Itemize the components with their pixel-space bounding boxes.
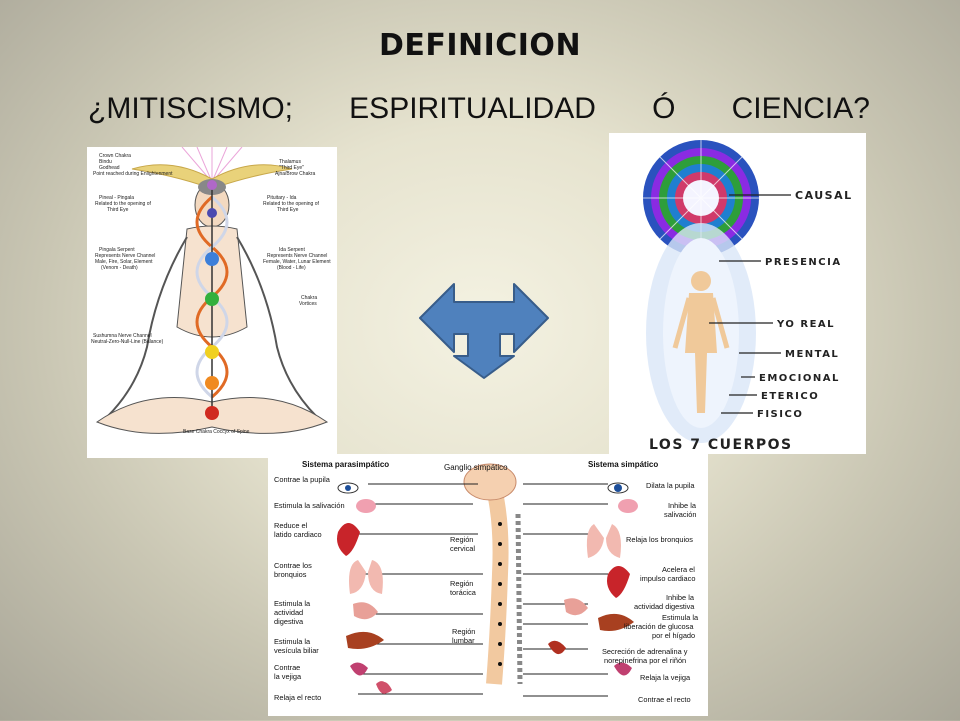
right-item: Estimula la <box>662 613 699 622</box>
chakra-label: Vortices <box>299 301 317 307</box>
left-item: Reduce el <box>274 521 308 530</box>
chakra-label: Neutral-Zero-Null-Line (Balance) <box>91 339 164 345</box>
left-item: Contrae los <box>274 561 312 570</box>
right-item: Secreción de adrenalina y <box>602 647 688 656</box>
bodies-caption: LOS 7 CUERPOS <box>649 437 793 453</box>
right-item: Relaja la vejiga <box>640 673 691 682</box>
nervous-system-figure: Sistema parasimpático Ganglio simpático … <box>274 460 699 704</box>
right-item: Contrae el recto <box>638 695 691 704</box>
region-label: Región <box>450 535 473 544</box>
body-label: YO REAL <box>776 319 835 330</box>
chakra-label: Ida Serpent <box>279 247 305 253</box>
chakra-label: Female, Water, Lunar Element <box>263 259 331 265</box>
right-item: liberación de glucosa <box>624 622 694 631</box>
left-item: Estimula la <box>274 637 311 646</box>
chakra-label: Godhead <box>99 165 120 171</box>
chakra-label: Pingala Serpent <box>99 247 135 253</box>
seven-bodies-illustration: CAUSAL PRESENCIA YO REAL MENTAL EMOCIONA… <box>609 133 866 454</box>
left-item: Estimula la salivación <box>274 501 345 510</box>
left-item: Estimula la <box>274 599 311 608</box>
chakra-label: "Third Eye" <box>279 165 304 171</box>
right-item: Inhibe la <box>668 501 697 510</box>
chakra-figure: Crown Chakra Bindu Godhead Point reached… <box>91 146 331 435</box>
chakra-label: Pituitary - Ida <box>267 195 297 201</box>
left-item: digestiva <box>274 617 304 626</box>
left-item: vesícula biliar <box>274 646 319 655</box>
chakra-label: Bindu <box>99 159 112 165</box>
right-item: Dilata la pupila <box>646 481 695 490</box>
chakra-label: Crown Chakra <box>99 153 131 159</box>
subtitle-word: Ó <box>652 92 676 125</box>
chakra-label: Ajna/Brow Chakra <box>275 171 316 177</box>
chakra-label: Pineal - Pingala <box>99 195 134 201</box>
body-label: FISICO <box>757 409 803 420</box>
right-item: Relaja los bronquios <box>626 535 693 544</box>
body-label: PRESENCIA <box>765 257 842 268</box>
right-item: Acelera el <box>662 565 695 574</box>
right-item: por el hígado <box>652 631 695 640</box>
subtitle-word: CIENCIA? <box>731 92 870 125</box>
body-label: MENTAL <box>785 349 839 360</box>
three-way-arrow <box>419 283 549 379</box>
left-item: actividad <box>274 608 303 617</box>
nervous-system-diagram: Sistema parasimpático Ganglio simpático … <box>268 454 708 716</box>
chakra-label: Male, Fire, Solar, Element <box>95 259 153 265</box>
chakra-label: Related to the opening of <box>95 201 151 207</box>
chakra-label: Represents Nerve Channel <box>267 253 327 259</box>
left-item: Contrae la pupila <box>274 475 331 484</box>
right-item: impulso cardiaco <box>640 574 695 583</box>
center-header: Ganglio simpático <box>444 463 508 472</box>
chakra-label: Third Eye <box>277 207 299 213</box>
left-item: Relaja el recto <box>274 693 321 702</box>
right-header: Sistema simpático <box>588 460 658 469</box>
right-item: norepinefrina por el riñón <box>604 656 686 665</box>
body-label: CAUSAL <box>795 189 853 202</box>
left-item: bronquios <box>274 570 307 579</box>
chakra-label: Thalamus <box>279 159 301 165</box>
left-item: la vejiga <box>274 672 302 681</box>
chakra-label: Third Eye <box>107 207 129 213</box>
region-label: Región <box>452 627 475 636</box>
region-label: Región <box>450 579 473 588</box>
chakra-illustration: Crown Chakra Bindu Godhead Point reached… <box>87 146 337 458</box>
region-label: torácica <box>450 588 477 597</box>
right-item: Inhibe la <box>666 593 695 602</box>
body-label: ETERICO <box>761 391 819 402</box>
chakra-label: Base Chakra Coccyx of Spine <box>183 429 250 435</box>
slide-title: DEFINICION <box>378 28 582 63</box>
chakra-label: Related to the opening of <box>263 201 319 207</box>
left-item: Contrae <box>274 663 300 672</box>
subtitle-word: ¿MITISCISMO; <box>88 92 293 125</box>
slide-subtitle: ¿MITISCISMO; ESPIRITUALIDAD Ó CIENCIA? <box>88 92 870 126</box>
right-item: actividad digestiva <box>634 602 695 611</box>
subtitle-word: ESPIRITUALIDAD <box>349 92 596 125</box>
region-label: lumbar <box>452 636 475 645</box>
left-item: latido cardiaco <box>274 530 322 539</box>
chakra-label: Sushumna Nerve Channel <box>93 333 152 339</box>
left-header: Sistema parasimpático <box>302 460 389 469</box>
seven-bodies-figure: CAUSAL PRESENCIA YO REAL MENTAL EMOCIONA… <box>641 138 853 453</box>
body-label: EMOCIONAL <box>759 373 840 384</box>
chakra-label: Represents Nerve Channel <box>95 253 155 259</box>
chakra-label: Chakra <box>301 295 317 301</box>
right-item: salivación <box>664 510 696 519</box>
region-label: cervical <box>450 544 475 553</box>
chakra-label: (Venom - Death) <box>101 265 138 271</box>
chakra-label: (Blood - Life) <box>277 265 306 271</box>
chakra-label: Point reached during Enlightenment <box>93 171 173 177</box>
